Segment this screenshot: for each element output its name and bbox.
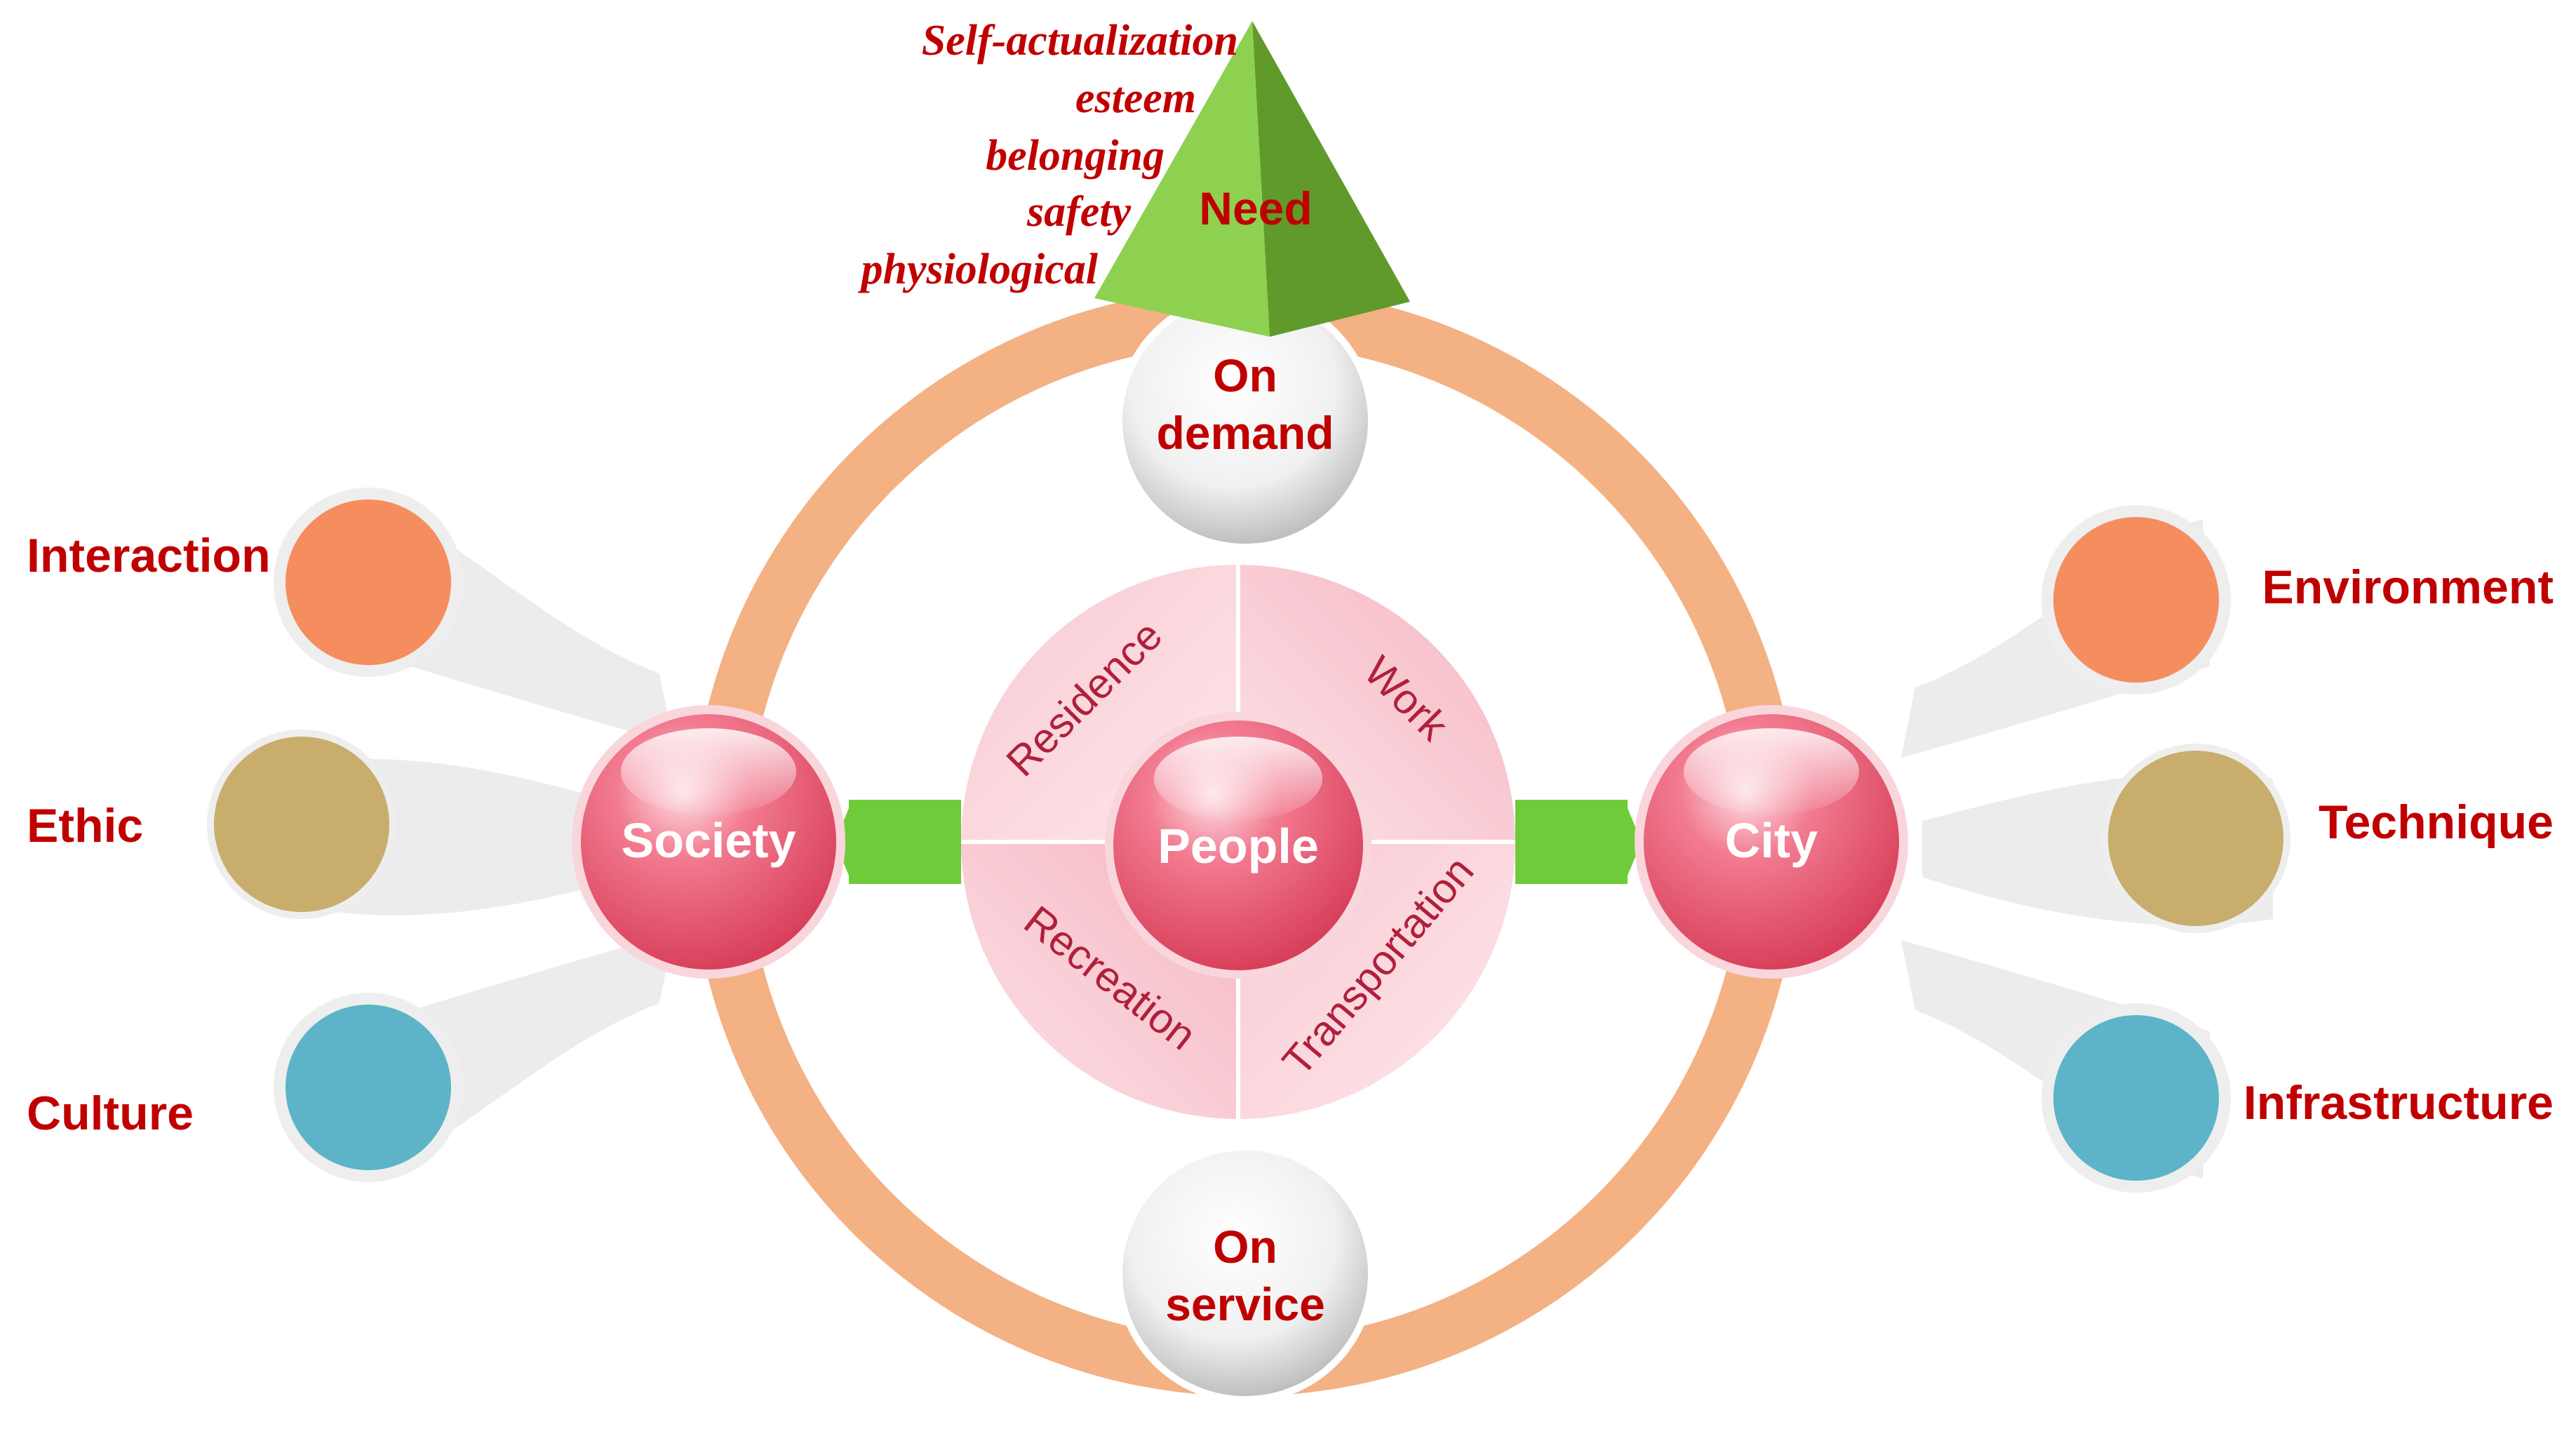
city-ball[interactable]: City bbox=[1635, 705, 1908, 979]
arrow-to-city bbox=[1515, 800, 1642, 884]
culture-dot bbox=[286, 1005, 451, 1170]
label-technique: Technique bbox=[2319, 796, 2554, 849]
people-label: People bbox=[1158, 819, 1319, 873]
interaction-dot bbox=[286, 500, 451, 665]
need-pyramid: Need bbox=[1094, 21, 1410, 337]
on-demand-ball[interactable]: On demand bbox=[1115, 291, 1375, 551]
people-ball: People bbox=[1105, 712, 1371, 979]
level-self-actualization: Self-actualization bbox=[922, 17, 1238, 65]
infrastructure-dot bbox=[2053, 1015, 2219, 1181]
level-physiological: physiological bbox=[857, 246, 1098, 293]
left-dots bbox=[207, 488, 463, 1182]
level-esteem: esteem bbox=[1075, 74, 1196, 122]
technique-dot bbox=[2108, 751, 2283, 926]
society-label: Society bbox=[622, 813, 796, 868]
level-safety: safety bbox=[1026, 188, 1132, 236]
environment-dot bbox=[2053, 517, 2219, 683]
on-demand-line-2: demand bbox=[1156, 407, 1334, 459]
pyramid-left-face bbox=[1094, 21, 1270, 337]
on-service-line-1: On bbox=[1213, 1221, 1277, 1273]
society-ball[interactable]: Society bbox=[572, 705, 845, 979]
on-demand-line-1: On bbox=[1213, 349, 1277, 401]
city-label: City bbox=[1725, 813, 1818, 868]
need-levels: Self-actualization esteem belonging safe… bbox=[857, 17, 1238, 293]
label-culture: Culture bbox=[27, 1087, 194, 1140]
on-service-ball[interactable]: On service bbox=[1115, 1144, 1375, 1403]
pyramid-right-face bbox=[1252, 21, 1410, 337]
label-interaction: Interaction bbox=[27, 529, 271, 582]
label-infrastructure: Infrastructure bbox=[2243, 1076, 2554, 1129]
level-belonging: belonging bbox=[986, 132, 1165, 180]
right-dots bbox=[2041, 505, 2290, 1193]
ethic-dot bbox=[214, 737, 389, 912]
on-service-line-2: service bbox=[1165, 1278, 1325, 1330]
pyramid-title: Need bbox=[1199, 182, 1312, 234]
label-environment: Environment bbox=[2262, 561, 2554, 614]
arrow-to-society bbox=[835, 800, 961, 884]
label-ethic: Ethic bbox=[27, 799, 143, 852]
